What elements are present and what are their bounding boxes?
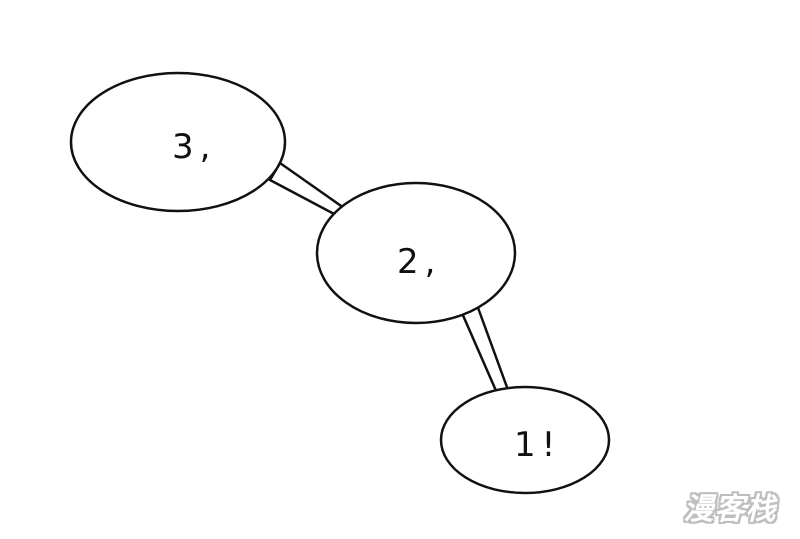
bubble-joint-cover-bottom bbox=[442, 388, 608, 492]
bubble-connector-top-middle bbox=[268, 161, 347, 217]
bubble-connector-middle-bottom bbox=[460, 303, 510, 395]
bubble-joint-cover-middle bbox=[318, 184, 514, 322]
bubble-text-bottom-overlay: 1! bbox=[514, 425, 561, 465]
bubble-text-top-overlay: 3, bbox=[172, 127, 216, 167]
bubble-text-middle-overlay: 2, bbox=[397, 242, 441, 282]
site-watermark-logo: 漫客栈 bbox=[668, 480, 792, 530]
watermark-text: 漫客栈 bbox=[683, 492, 777, 527]
bubble-joint-cover-top bbox=[72, 74, 284, 210]
